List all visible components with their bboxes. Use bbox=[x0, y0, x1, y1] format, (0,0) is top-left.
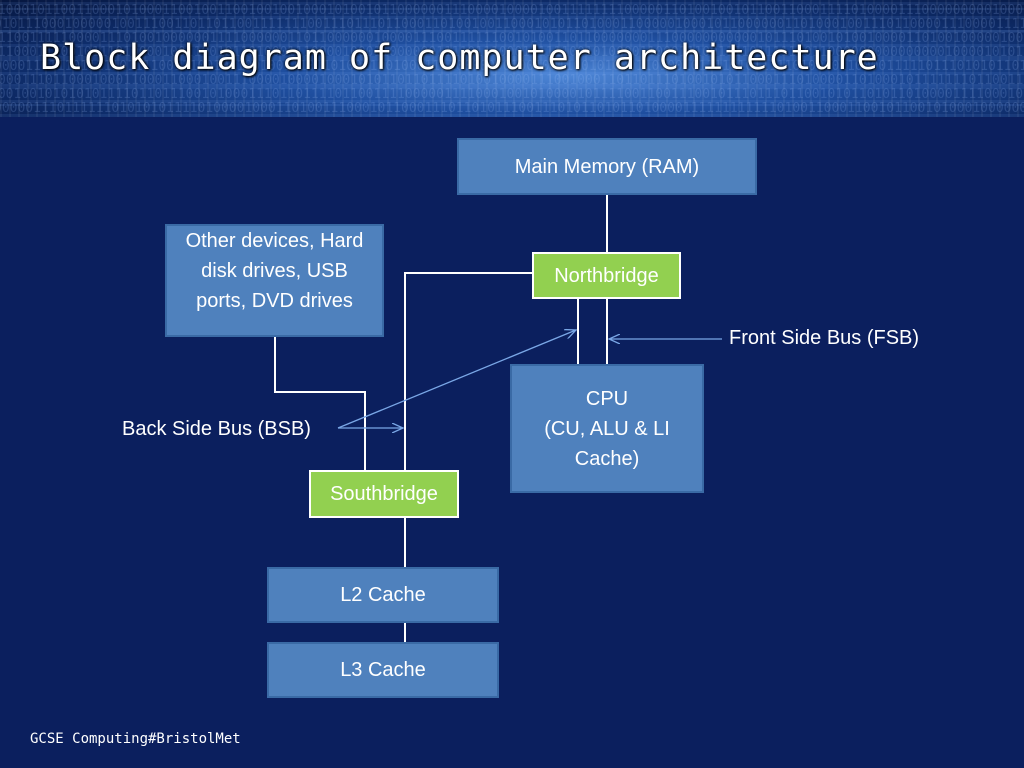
binary-row: 0000011101111110101010111101000010001101… bbox=[0, 101, 1024, 116]
binary-digits-background: 0100010110011000101000110010011001001001… bbox=[0, 3, 1024, 116]
l2-cache-box: L2 Cache bbox=[267, 567, 499, 623]
binary-row: 0100010110011000101000110010011001001001… bbox=[0, 3, 1024, 18]
southbridge-label: Southbridge bbox=[330, 483, 438, 505]
cpu-box: CPU (CU, ALU & LI Cache) bbox=[510, 364, 704, 493]
binary-row: 0001110110001000110001100010011100001000… bbox=[0, 73, 1024, 88]
cpu-label-line2: (CU, ALU & LI bbox=[544, 417, 670, 440]
binary-row: 1110001110010111010000100110010110100011… bbox=[0, 45, 1024, 60]
binary-row: 0001001010101011110110111001010001110110… bbox=[0, 87, 1024, 102]
cpu-label-line1: CPU bbox=[585, 387, 629, 410]
front-side-bus-label: Front Side Bus (FSB) bbox=[729, 327, 920, 349]
slide-title: Block diagram of computer architecture bbox=[40, 38, 879, 78]
cpu-label-line3: Cache) bbox=[574, 447, 640, 470]
bsb-callout-arrow-up bbox=[337, 330, 576, 429]
binary-row: 0000110111011111011110011100101100100111… bbox=[0, 59, 1024, 74]
binary-row: 0101110001000001001110011011011001111111… bbox=[0, 17, 1024, 32]
northbridge-southbridge-link bbox=[404, 272, 532, 470]
l3-cache-box: L3 Cache bbox=[267, 642, 499, 698]
slide-footer: GCSE Computing#BristolMet bbox=[30, 731, 241, 747]
binary-row: 1100111110000111010010000001111000000110… bbox=[0, 31, 1024, 46]
northbridge-box: Northbridge bbox=[532, 252, 681, 299]
other-devices-box: Other devices, Hard disk drives, USB por… bbox=[165, 224, 384, 337]
main-memory-box: Main Memory (RAM) bbox=[457, 138, 757, 195]
devices-southbridge-link bbox=[274, 337, 366, 470]
l3-cache-label: L3 Cache bbox=[340, 659, 426, 681]
main-memory-label: Main Memory (RAM) bbox=[514, 155, 700, 178]
header-banner: 0100010110011000101000110010011001001001… bbox=[0, 0, 1024, 117]
l2-cache-label: L2 Cache bbox=[340, 584, 426, 606]
back-side-bus-label: Back Side Bus (BSB) bbox=[122, 418, 311, 440]
southbridge-box: Southbridge bbox=[309, 470, 459, 518]
northbridge-label: Northbridge bbox=[554, 264, 659, 287]
other-devices-label: Other devices, Hard disk drives, USB por… bbox=[185, 230, 364, 312]
